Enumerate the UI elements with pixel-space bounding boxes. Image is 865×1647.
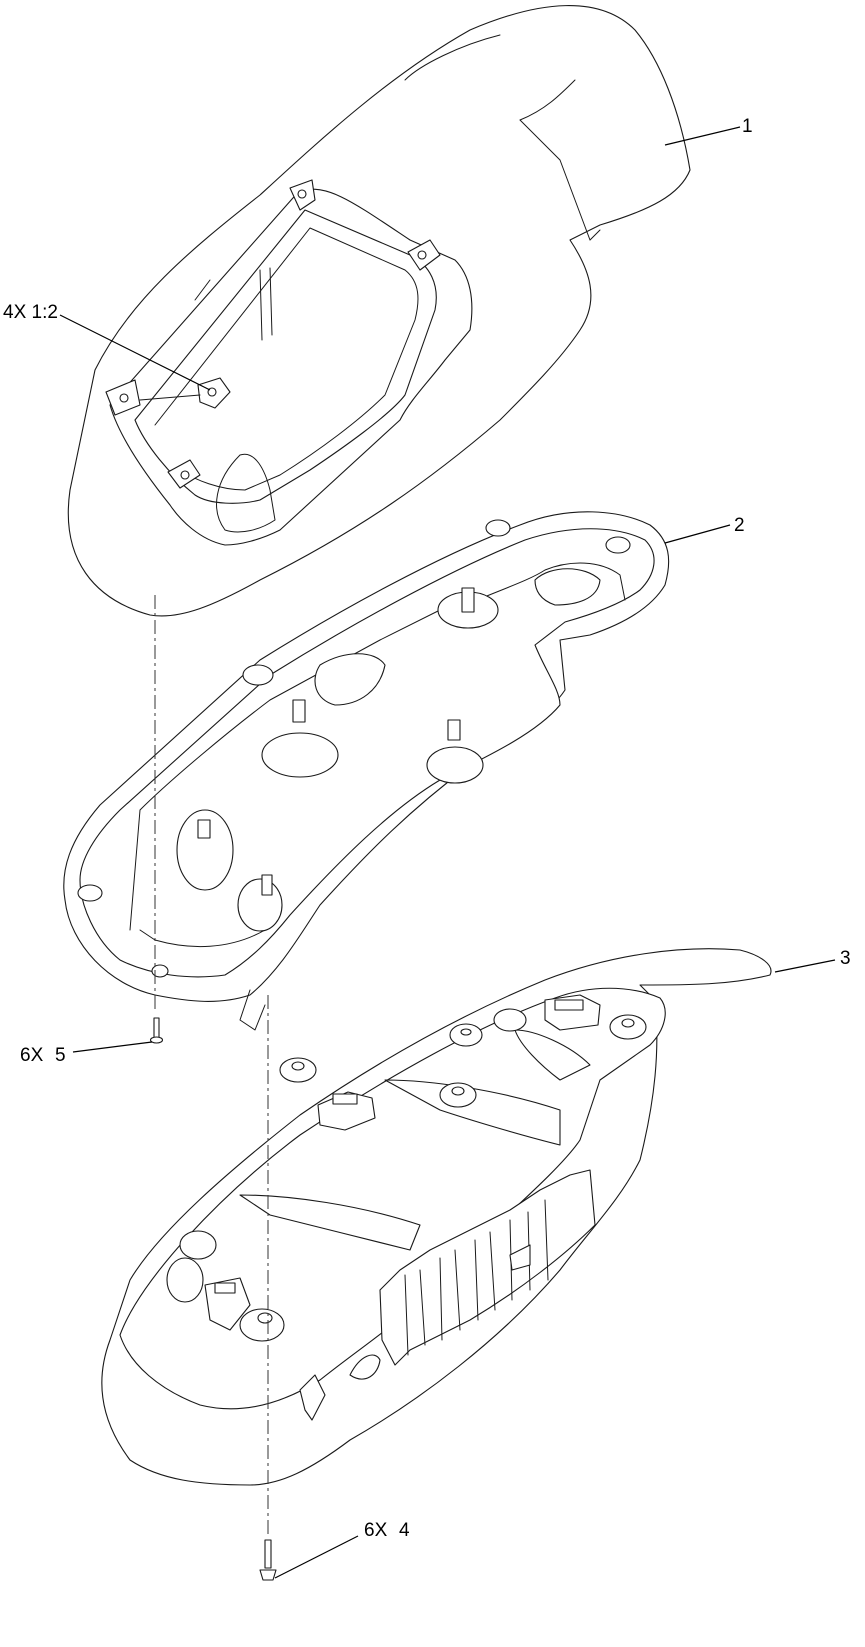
part-5-screw — [149, 1017, 164, 1044]
callout-1: 1 — [742, 116, 753, 137]
part-3-inner-tray — [119, 987, 666, 1410]
part-3-boss-f — [179, 1230, 217, 1260]
part-2-boss-3 — [261, 699, 339, 778]
callout-1-2-qty: 4X 1:2 — [3, 302, 58, 323]
callout-4-qty: 6X — [364, 1520, 388, 1541]
part-3-boss-d — [493, 1008, 527, 1032]
part-3-bracket — [379, 1169, 596, 1366]
leader-2 — [664, 524, 731, 544]
part-4-screw — [259, 1539, 277, 1581]
part-1-step-line — [519, 119, 591, 241]
part-3-seat-pan — [101, 948, 772, 1486]
callout-2: 2 — [734, 515, 745, 536]
part-3-tab — [299, 1374, 326, 1421]
callout-5-qty: 6X — [20, 1045, 44, 1066]
leader-1 — [664, 126, 741, 146]
part-3-boss-g — [166, 1257, 204, 1303]
leader-3 — [774, 959, 836, 973]
part-2-boss-5 — [437, 587, 499, 629]
part-2-boss-2 — [237, 874, 283, 932]
leader-4 — [274, 1535, 359, 1579]
part-3-pocket-b — [317, 1091, 376, 1131]
part-2-seat-base — [63, 511, 670, 1031]
part-3-boss-h — [239, 1308, 285, 1342]
part-2-boss-1 — [176, 809, 234, 891]
leader-5 — [72, 1041, 153, 1053]
part-2-pad-a — [314, 653, 386, 706]
callout-3: 3 — [840, 948, 851, 969]
callout-4: 4 — [399, 1520, 410, 1541]
part-3-rib-3 — [514, 1029, 591, 1081]
part-1-seat-cushion — [67, 5, 691, 617]
part-2-pad-b — [534, 568, 601, 606]
callout-5: 5 — [55, 1045, 66, 1066]
leader-1-2 — [59, 314, 211, 391]
part-2-boss-4 — [426, 719, 484, 784]
part-3-rib-1 — [384, 1079, 561, 1146]
part-3-rib-2 — [239, 1194, 421, 1251]
